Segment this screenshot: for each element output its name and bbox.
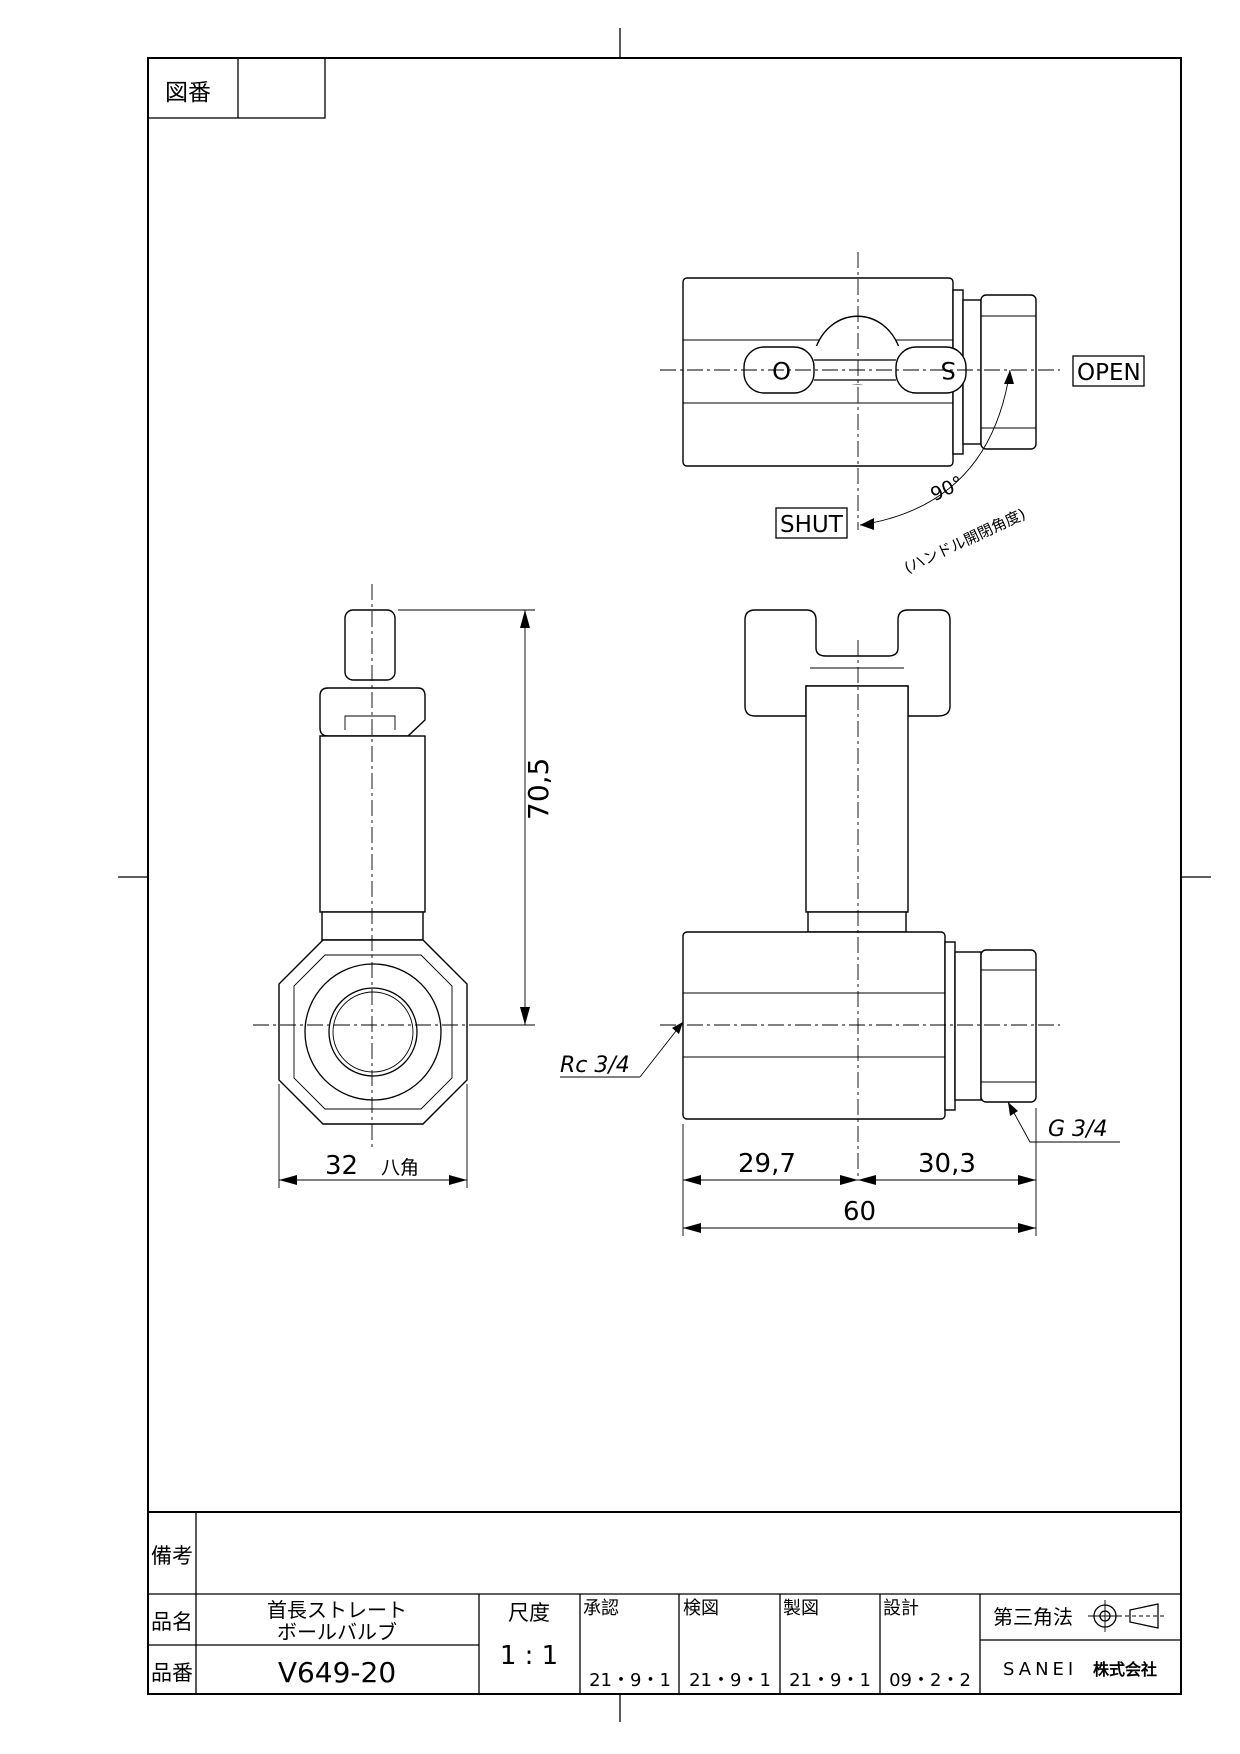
sheet-border: [147, 57, 1182, 1695]
dim-height: 70,5: [522, 758, 555, 820]
product-name-line2: ボールバルブ: [277, 1620, 397, 1644]
scale-label: 尺度: [508, 1601, 550, 1625]
outlet-nut-front: [980, 949, 1037, 1103]
checked-date: 21・9・1: [689, 1670, 771, 1691]
product-number: V649-20: [278, 1656, 396, 1689]
angle-label: 90°: [927, 472, 967, 506]
dim-width: 32: [325, 1151, 358, 1181]
front-view: Rc 3/4 G 3/4 29,7 30,3 60: [560, 609, 1120, 1236]
title-block: 備考 品名 首長ストレート ボールバルブ 品番 V649-20 尺度 1 : 1…: [148, 1511, 1181, 1694]
drawing-number-box: 図番: [147, 57, 326, 119]
valve-body-front: [682, 931, 946, 1120]
outlet-thread: G 3/4: [1048, 1117, 1107, 1142]
side-view: 70,5 32 八角: [253, 584, 555, 1188]
company-name: SANEI: [1003, 1659, 1077, 1680]
company-suffix: 株式会社: [1093, 1660, 1157, 1679]
front-stem: [805, 685, 909, 913]
approved-label: 承認: [583, 1598, 619, 1619]
remarks-label: 備考: [151, 1544, 193, 1568]
drawn-date: 21・9・1: [789, 1670, 871, 1691]
designed-label: 設計: [883, 1598, 919, 1619]
dim-width-note: 八角: [381, 1157, 419, 1179]
dim-left: 29,7: [738, 1149, 796, 1179]
side-port-outer: [304, 963, 442, 1101]
dim-right: 30,3: [918, 1149, 976, 1179]
side-port-inner: [328, 987, 418, 1077]
open-label: OPEN: [1077, 360, 1141, 386]
side-handle-wing: [319, 687, 426, 737]
product-name-line1: 首長ストレート: [267, 1598, 407, 1622]
projection-label: 第三角法: [993, 1605, 1073, 1629]
shut-label-box: [775, 507, 848, 539]
shut-label: SHUT: [780, 512, 844, 538]
drawing-number-label: 図番: [165, 80, 211, 106]
drawn-label: 製図: [783, 1598, 819, 1619]
outlet-nut-top: [980, 294, 1037, 450]
product-number-label: 品番: [151, 1661, 193, 1685]
dim-total: 60: [843, 1197, 876, 1227]
open-label-box: [1072, 355, 1145, 387]
designed-date: 09・2・2: [889, 1670, 971, 1691]
approved-date: 21・9・1: [589, 1670, 671, 1691]
checked-label: 検図: [683, 1598, 719, 1619]
handle-mark-right: S: [941, 356, 956, 384]
front-handle-wing: [744, 609, 951, 717]
inlet-thread: Rc 3/4: [560, 1053, 630, 1078]
side-octagon: [278, 939, 468, 1125]
side-stem: [319, 735, 426, 913]
angle-note: (ハンドル開閉角度): [901, 505, 1028, 577]
angle-arc: [859, 369, 1011, 526]
top-view: O S OPEN SHUT 90° (ハンドル開閉角度): [660, 252, 1145, 577]
third-angle-projection-icon: [1088, 1600, 1165, 1632]
product-name-label: 品名: [151, 1610, 193, 1634]
scale-value: 1 : 1: [500, 1641, 558, 1671]
